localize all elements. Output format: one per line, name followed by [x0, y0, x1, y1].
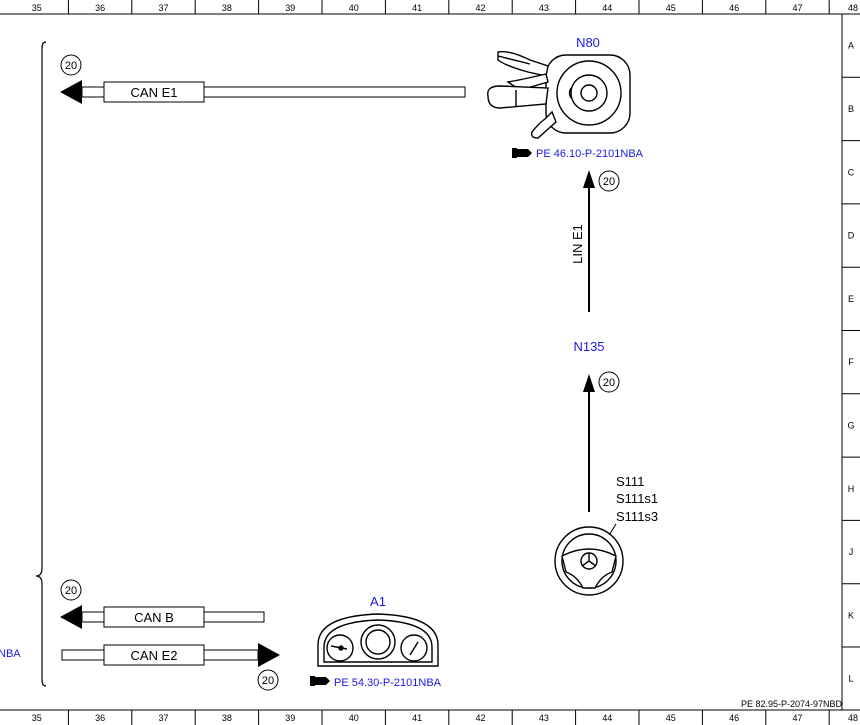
- grid-col-top-48: 48: [848, 3, 858, 13]
- grid-col-top-43: 43: [539, 3, 549, 13]
- grid-col-bottom-41: 41: [412, 713, 422, 723]
- grid-col-top-44: 44: [602, 3, 612, 13]
- n80-label: N80: [576, 35, 600, 50]
- grid-col-top-36: 36: [95, 3, 105, 13]
- s111-label-3: S111s3: [616, 509, 658, 524]
- can-b-label: CAN B: [134, 610, 174, 625]
- ref-circle-can-e2: 20: [257, 669, 279, 691]
- lin-e1-label: LIN E1: [570, 224, 585, 264]
- grid-row-K: K: [848, 610, 854, 620]
- grid-row-F: F: [848, 357, 854, 367]
- grid-col-bottom-43: 43: [539, 713, 549, 723]
- ref-circle-can-b: 20: [60, 579, 82, 601]
- s111-label-1: S111: [616, 474, 644, 489]
- grid-column-labels-top: 35 36 37 38 39 40 41 42 43 44 45 46 47 48: [32, 0, 858, 14]
- a1-label: A1: [370, 594, 386, 609]
- ref-circle-can-e1: 20: [60, 54, 82, 76]
- n135-label: N135: [573, 339, 604, 354]
- frame: [0, 13, 860, 711]
- ref-circle-lin-e1: 20: [598, 170, 620, 192]
- grid-column-labels-bottom: 35 36 37 38 39 40 41 42 43 44 45 46 47 48: [32, 710, 858, 725]
- footer-ref: PE 82.95-P-2074-97NBD: [741, 699, 843, 709]
- grid-col-bottom-47: 47: [792, 713, 802, 723]
- can-e2-bus: CAN E2: [61, 643, 280, 667]
- pointing-hand-icon: [514, 149, 532, 157]
- grid-row-A: A: [848, 41, 854, 51]
- grid-col-bottom-37: 37: [158, 713, 168, 723]
- grid-row-E: E: [848, 294, 854, 304]
- grid-col-top-37: 37: [158, 3, 168, 13]
- svg-text:20: 20: [262, 675, 274, 687]
- a1-ref[interactable]: PE 54.30-P-2101NBA: [310, 676, 442, 689]
- ref-circle-s111: 20: [598, 371, 620, 393]
- grid-row-G: G: [847, 420, 854, 430]
- s111-label-2: S111s1: [616, 491, 658, 506]
- grid-col-top-45: 45: [666, 3, 676, 13]
- grid-row-labels: A B C D E F G H J K L: [842, 41, 860, 684]
- grid-row-D: D: [848, 231, 855, 241]
- svg-text:20: 20: [603, 176, 615, 188]
- grid-row-L: L: [848, 674, 853, 684]
- grid-col-top-46: 46: [729, 3, 739, 13]
- grid-col-top-41: 41: [412, 3, 422, 13]
- s111-signal-line: [583, 374, 595, 512]
- svg-text:20: 20: [65, 585, 77, 597]
- svg-text:20: 20: [65, 60, 77, 72]
- can-e2-label: CAN E2: [131, 648, 178, 663]
- left-cut-text: NBA: [0, 648, 21, 660]
- grid-col-top-38: 38: [222, 3, 232, 13]
- a1-ref-link[interactable]: PE 54.30-P-2101NBA: [334, 677, 442, 689]
- lin-e1-line: LIN E1: [570, 170, 595, 312]
- grid-row-H: H: [848, 484, 855, 494]
- n80-ref-link[interactable]: PE 46.10-P-2101NBA: [536, 148, 644, 160]
- grid-col-bottom-42: 42: [475, 713, 485, 723]
- can-b-bus: CAN B: [60, 605, 265, 629]
- grid-col-bottom-35: 35: [32, 713, 42, 723]
- grid-col-bottom-48: 48: [848, 713, 858, 723]
- pointing-hand-icon: [312, 677, 330, 685]
- left-brace: [35, 41, 47, 687]
- grid-col-bottom-45: 45: [666, 713, 676, 723]
- grid-row-C: C: [848, 167, 855, 177]
- grid-col-bottom-39: 39: [285, 713, 295, 723]
- steering-wheel: [554, 526, 624, 596]
- can-e1-label: CAN E1: [131, 85, 178, 100]
- grid-col-top-39: 39: [285, 3, 295, 13]
- grid-col-top-42: 42: [475, 3, 485, 13]
- grid-col-top-35: 35: [32, 3, 42, 13]
- grid-col-bottom-36: 36: [95, 713, 105, 723]
- grid-col-top-47: 47: [792, 3, 802, 13]
- grid-col-bottom-40: 40: [349, 713, 359, 723]
- grid-col-bottom-44: 44: [602, 713, 612, 723]
- n80-ref[interactable]: PE 46.10-P-2101NBA: [512, 148, 644, 160]
- grid-row-B: B: [848, 104, 854, 114]
- grid-col-bottom-38: 38: [222, 713, 232, 723]
- grid-col-top-40: 40: [349, 3, 359, 13]
- svg-text:20: 20: [603, 377, 615, 389]
- can-e1-bus: CAN E1: [60, 80, 466, 104]
- grid-col-bottom-46: 46: [729, 713, 739, 723]
- a1-instrument-cluster: [317, 613, 439, 667]
- n80-steering-column-module: [487, 50, 631, 139]
- grid-row-J: J: [849, 547, 854, 557]
